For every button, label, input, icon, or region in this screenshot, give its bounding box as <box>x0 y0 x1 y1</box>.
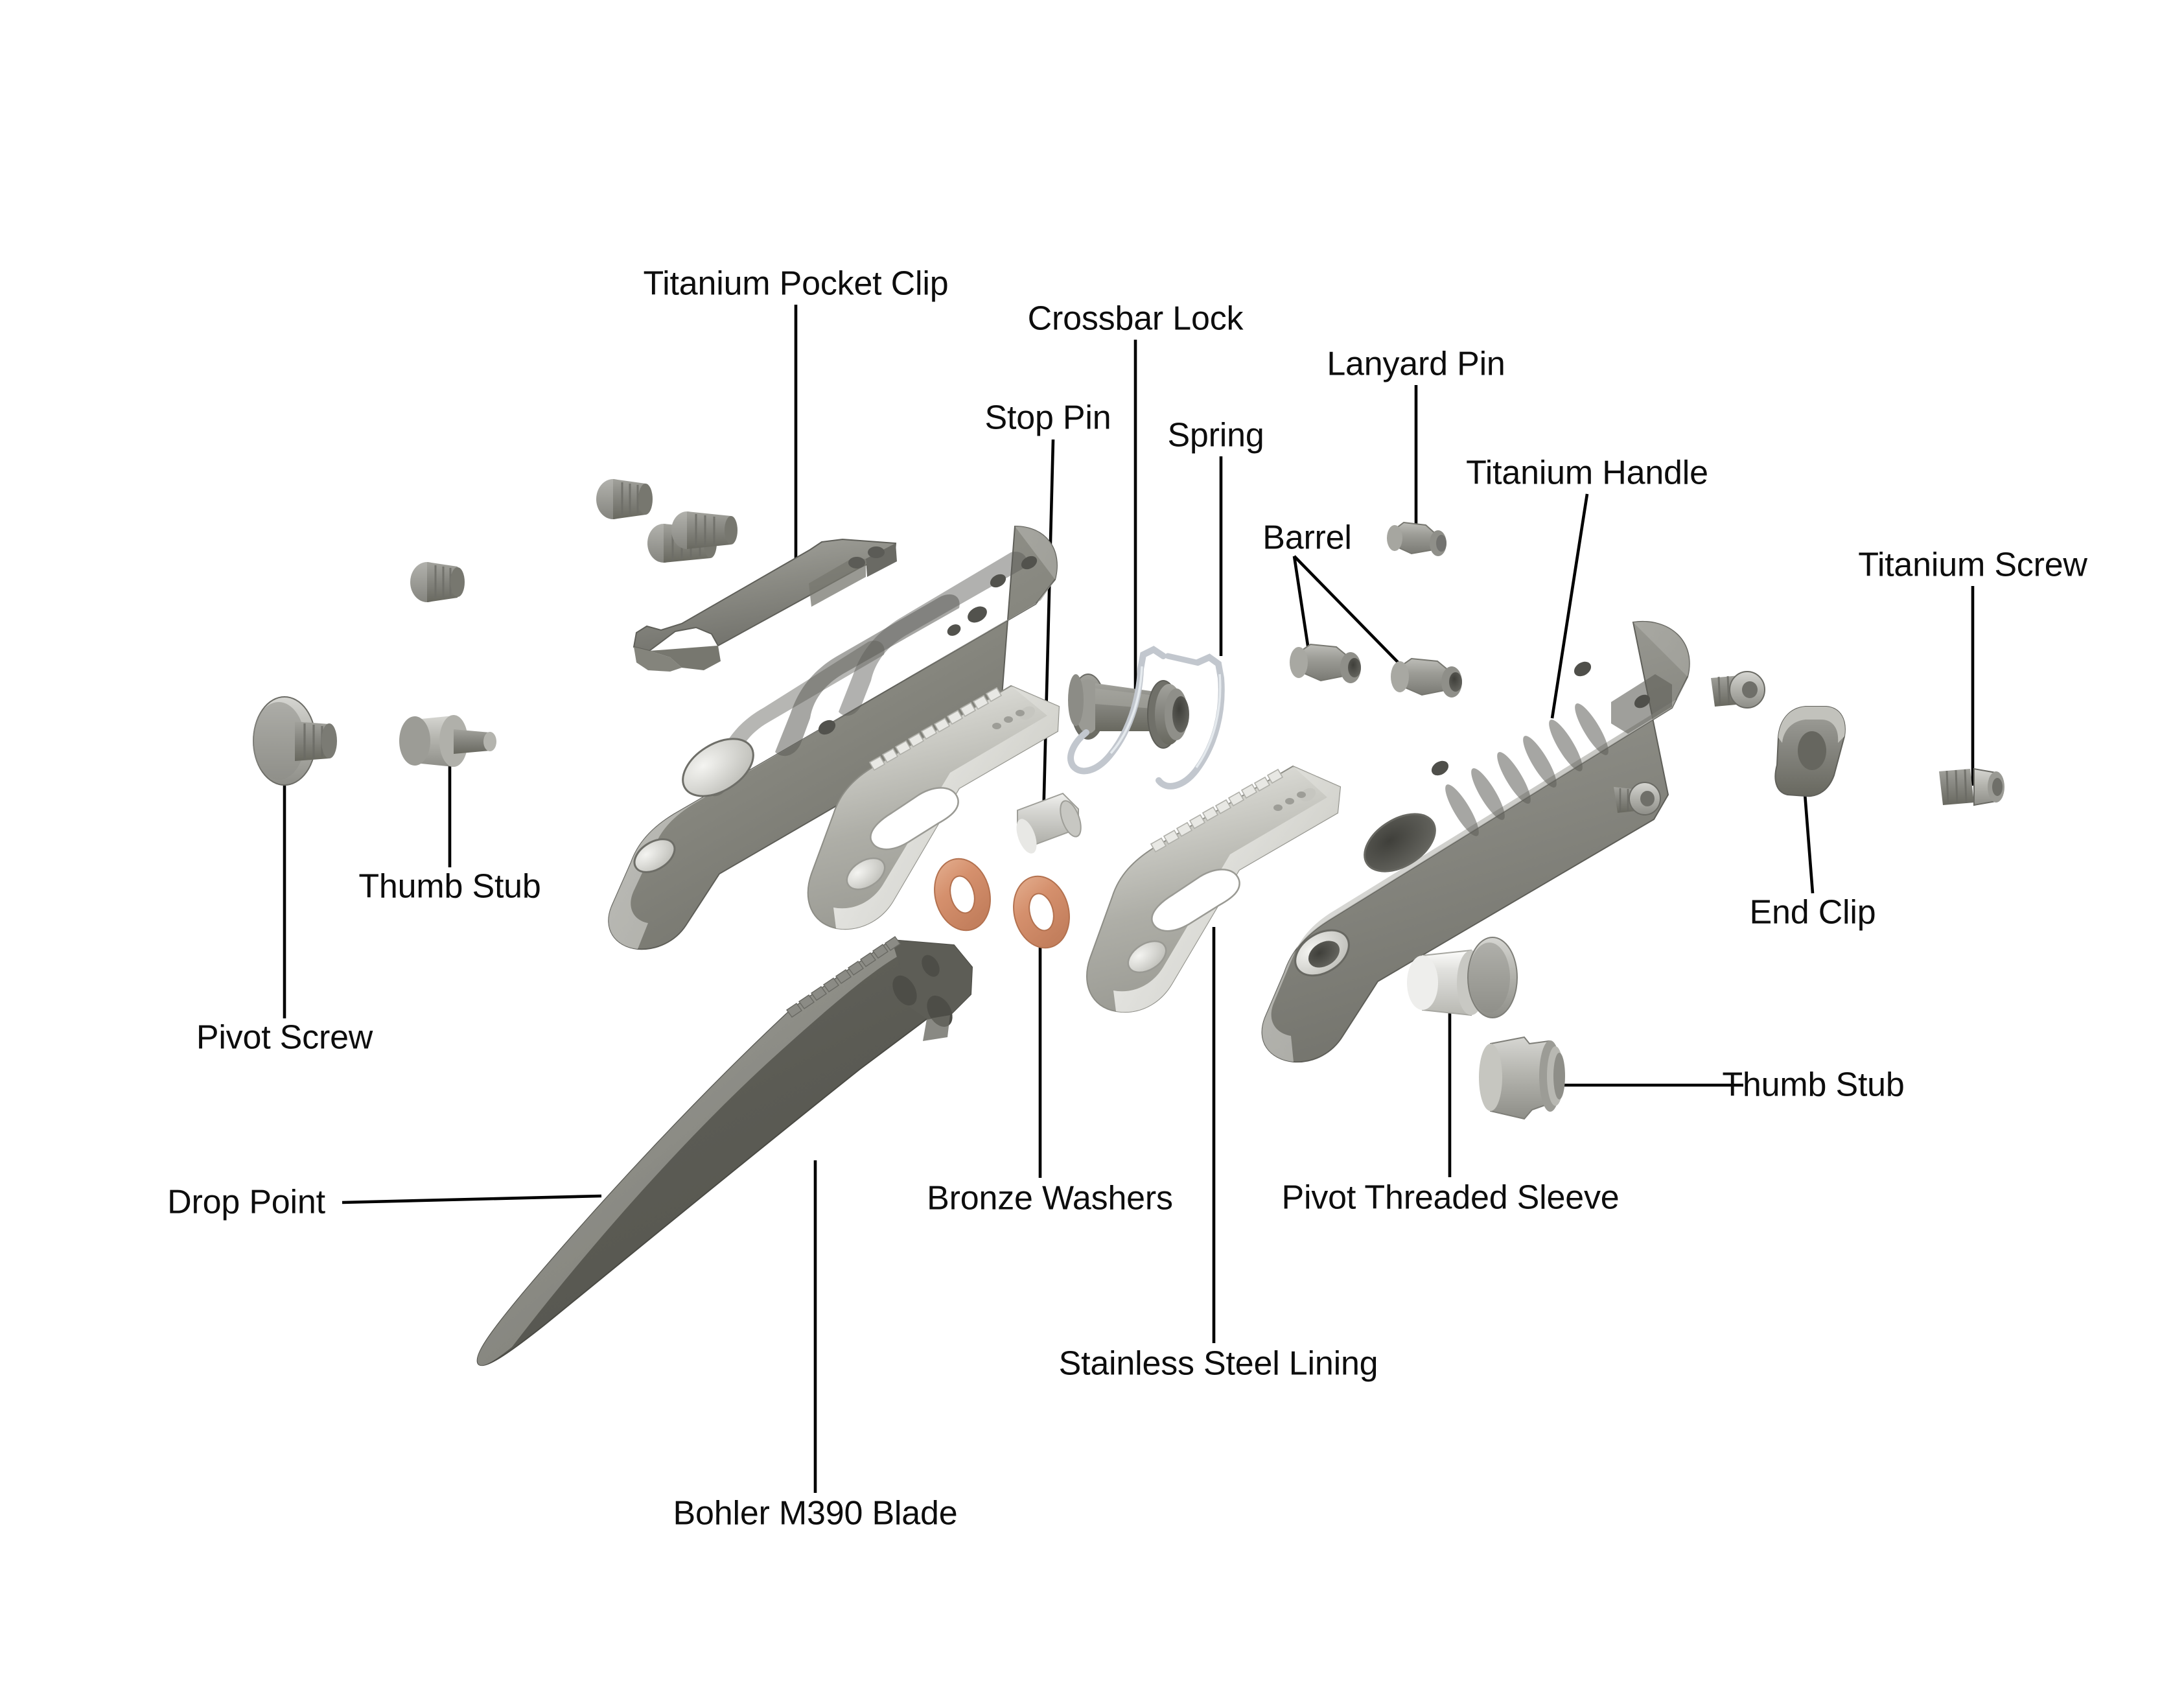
leader-stop-pin <box>1041 439 1055 821</box>
label-spring: Spring <box>1167 416 1264 454</box>
leader-barrel-b <box>1293 555 1413 677</box>
pivot-screw <box>253 696 337 786</box>
stainless-lining-left <box>807 685 1060 930</box>
leader-drop-point <box>342 1194 602 1204</box>
label-thumb-stub-right: Thumb Stub <box>1722 1066 1905 1104</box>
leader-barrel-a <box>1292 556 1312 663</box>
label-pivot-screw: Pivot Screw <box>196 1018 373 1057</box>
label-drop-point: Drop Point <box>167 1183 325 1221</box>
titanium-handle-right <box>1261 620 1690 1063</box>
leader-titanium-handle <box>1550 493 1589 719</box>
label-titanium-handle: Titanium Handle <box>1466 454 1708 492</box>
thumb-stub-right <box>1479 1036 1565 1120</box>
thumb-stub-left <box>399 715 496 767</box>
label-end-clip: End Clip <box>1749 893 1876 932</box>
bronze-washer-2 <box>1013 875 1070 949</box>
bohler-m390-blade <box>476 936 973 1366</box>
label-pivot-threaded-sleeve: Pivot Threaded Sleeve <box>1281 1178 1620 1217</box>
label-stainless-steel-lining: Stainless Steel Lining <box>1058 1344 1378 1383</box>
titanium-screw <box>1939 768 2004 806</box>
crossbar-lock <box>1068 674 1189 749</box>
end-clip-screw <box>1711 671 1765 709</box>
label-thumb-stub-left: Thumb Stub <box>358 867 541 906</box>
label-barrel: Barrel <box>1262 519 1352 557</box>
barrel-2 <box>1391 657 1462 697</box>
bronze-washer-1 <box>934 858 991 932</box>
stop-pin <box>1016 792 1082 854</box>
label-bronze-washers: Bronze Washers <box>927 1179 1173 1217</box>
handle-screw-1 <box>596 479 653 519</box>
handle-screw-4 <box>671 511 738 549</box>
titanium-pocket-clip <box>633 538 897 672</box>
label-lanyard-pin: Lanyard Pin <box>1327 345 1505 383</box>
lanyard-pin <box>1387 521 1446 556</box>
pivot-threaded-sleeve <box>1407 937 1518 1018</box>
label-titanium-pocket-clip: Titanium Pocket Clip <box>643 264 949 303</box>
handle-screw-2 <box>410 562 465 602</box>
leader-lines <box>283 305 1975 1493</box>
label-bohler-m390-blade: Bohler M390 Blade <box>673 1494 958 1532</box>
label-titanium-screw: Titanium Screw <box>1858 546 2087 584</box>
label-stop-pin: Stop Pin <box>984 399 1111 437</box>
label-crossbar-lock: Crossbar Lock <box>1027 299 1244 338</box>
titanium-handle-left <box>608 525 1058 950</box>
spring-highlight <box>1109 666 1222 769</box>
end-clip <box>1774 706 1846 797</box>
barrel-1 <box>1290 643 1361 683</box>
handle-mounted-screw <box>1614 782 1661 815</box>
stainless-lining-right <box>1086 765 1342 1013</box>
